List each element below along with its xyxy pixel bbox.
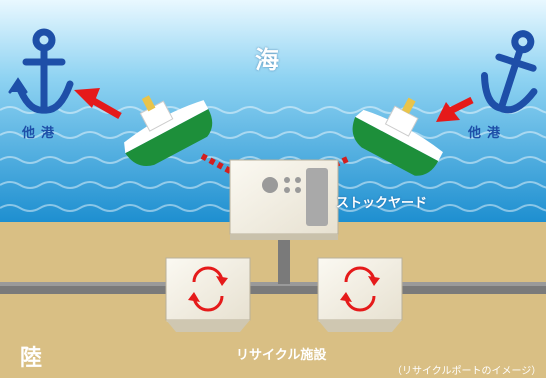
pipes bbox=[0, 238, 546, 294]
ship-left bbox=[124, 95, 213, 167]
anchor-icon bbox=[480, 30, 538, 114]
anchor-icon bbox=[8, 28, 74, 114]
port-left-label: 他港 bbox=[22, 126, 61, 141]
ship-right bbox=[352, 97, 443, 176]
port-right-label: 他港 bbox=[468, 126, 507, 141]
land-label: 陸 bbox=[20, 346, 43, 371]
recycle-facility-right bbox=[317, 257, 403, 332]
conveyor-right bbox=[316, 155, 352, 175]
recycle-facility-label: リサイクル施設 bbox=[236, 348, 327, 363]
conveyor-left bbox=[200, 153, 234, 175]
image-caption: （リサイクルポートのイメージ） bbox=[392, 366, 542, 377]
stockyard-label: ストックヤード bbox=[336, 196, 428, 211]
arrow-to-left-port bbox=[74, 88, 122, 120]
recycle-facility-left bbox=[165, 257, 251, 332]
recycle-arrows-icon bbox=[188, 266, 228, 312]
land-area bbox=[0, 222, 546, 378]
arrow-from-right-port bbox=[436, 96, 474, 122]
stockyard-box bbox=[229, 159, 339, 240]
recycle-arrows-icon bbox=[340, 266, 380, 312]
sea-label: 海 bbox=[255, 46, 279, 74]
